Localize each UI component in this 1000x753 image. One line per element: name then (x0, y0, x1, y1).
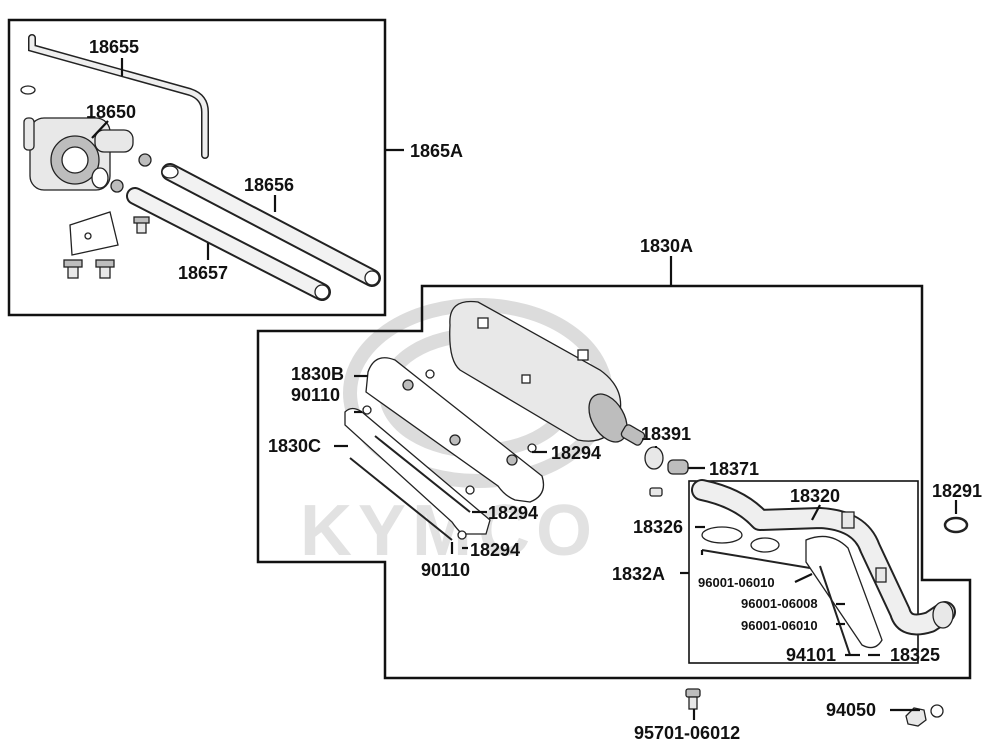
label-18655: 18655 (89, 37, 139, 57)
bolt-icon (63, 216, 150, 279)
group-label-1832A: 1832A (612, 564, 665, 584)
label-18326: 18326 (633, 517, 683, 537)
leader-lines (91, 58, 958, 720)
label-94050: 94050 (826, 700, 876, 720)
part-labels: 18655 18650 18656 18657 1865A 1830A 1830… (86, 37, 982, 743)
label-94101: 94101 (786, 645, 836, 665)
gasket-ring-icon (644, 446, 664, 470)
muffler-icon (344, 300, 646, 541)
label-18294-c: 18294 (470, 540, 520, 560)
label-18294-b: 18294 (488, 503, 538, 523)
label-1830B: 1830B (291, 364, 344, 384)
group-label-1865A: 1865A (410, 141, 463, 161)
group-frame-1830A (256, 284, 972, 680)
exhaust-pipe-icon (691, 479, 956, 656)
label-18657: 18657 (178, 263, 228, 283)
label-96001-06010-a: 96001-06010 (698, 575, 775, 590)
nut-icon (905, 704, 944, 727)
label-18371: 18371 (709, 459, 759, 479)
label-96001-06008: 96001-06008 (741, 596, 818, 611)
air-injection-valve-icon (20, 34, 209, 279)
label-1830C: 1830C (268, 436, 321, 456)
clamp-icon (649, 459, 689, 497)
label-18656: 18656 (244, 175, 294, 195)
bolt-icon (685, 688, 701, 710)
label-18325: 18325 (890, 645, 940, 665)
group-label-1830A: 1830A (640, 236, 693, 256)
label-90110-bottom: 90110 (421, 560, 470, 580)
group-frame-1865A (7, 18, 387, 317)
label-18391: 18391 (641, 424, 691, 444)
label-96001-06010-b: 96001-06010 (741, 618, 818, 633)
label-18650: 18650 (86, 102, 136, 122)
label-18294-a: 18294 (551, 443, 601, 463)
hose-icon (126, 163, 381, 301)
label-90110-top: 90110 (291, 385, 340, 405)
label-95701-06012: 95701-06012 (634, 723, 740, 743)
label-18291: 18291 (932, 481, 982, 501)
label-18320: 18320 (790, 486, 840, 506)
exhaust-gasket-icon (943, 516, 969, 534)
